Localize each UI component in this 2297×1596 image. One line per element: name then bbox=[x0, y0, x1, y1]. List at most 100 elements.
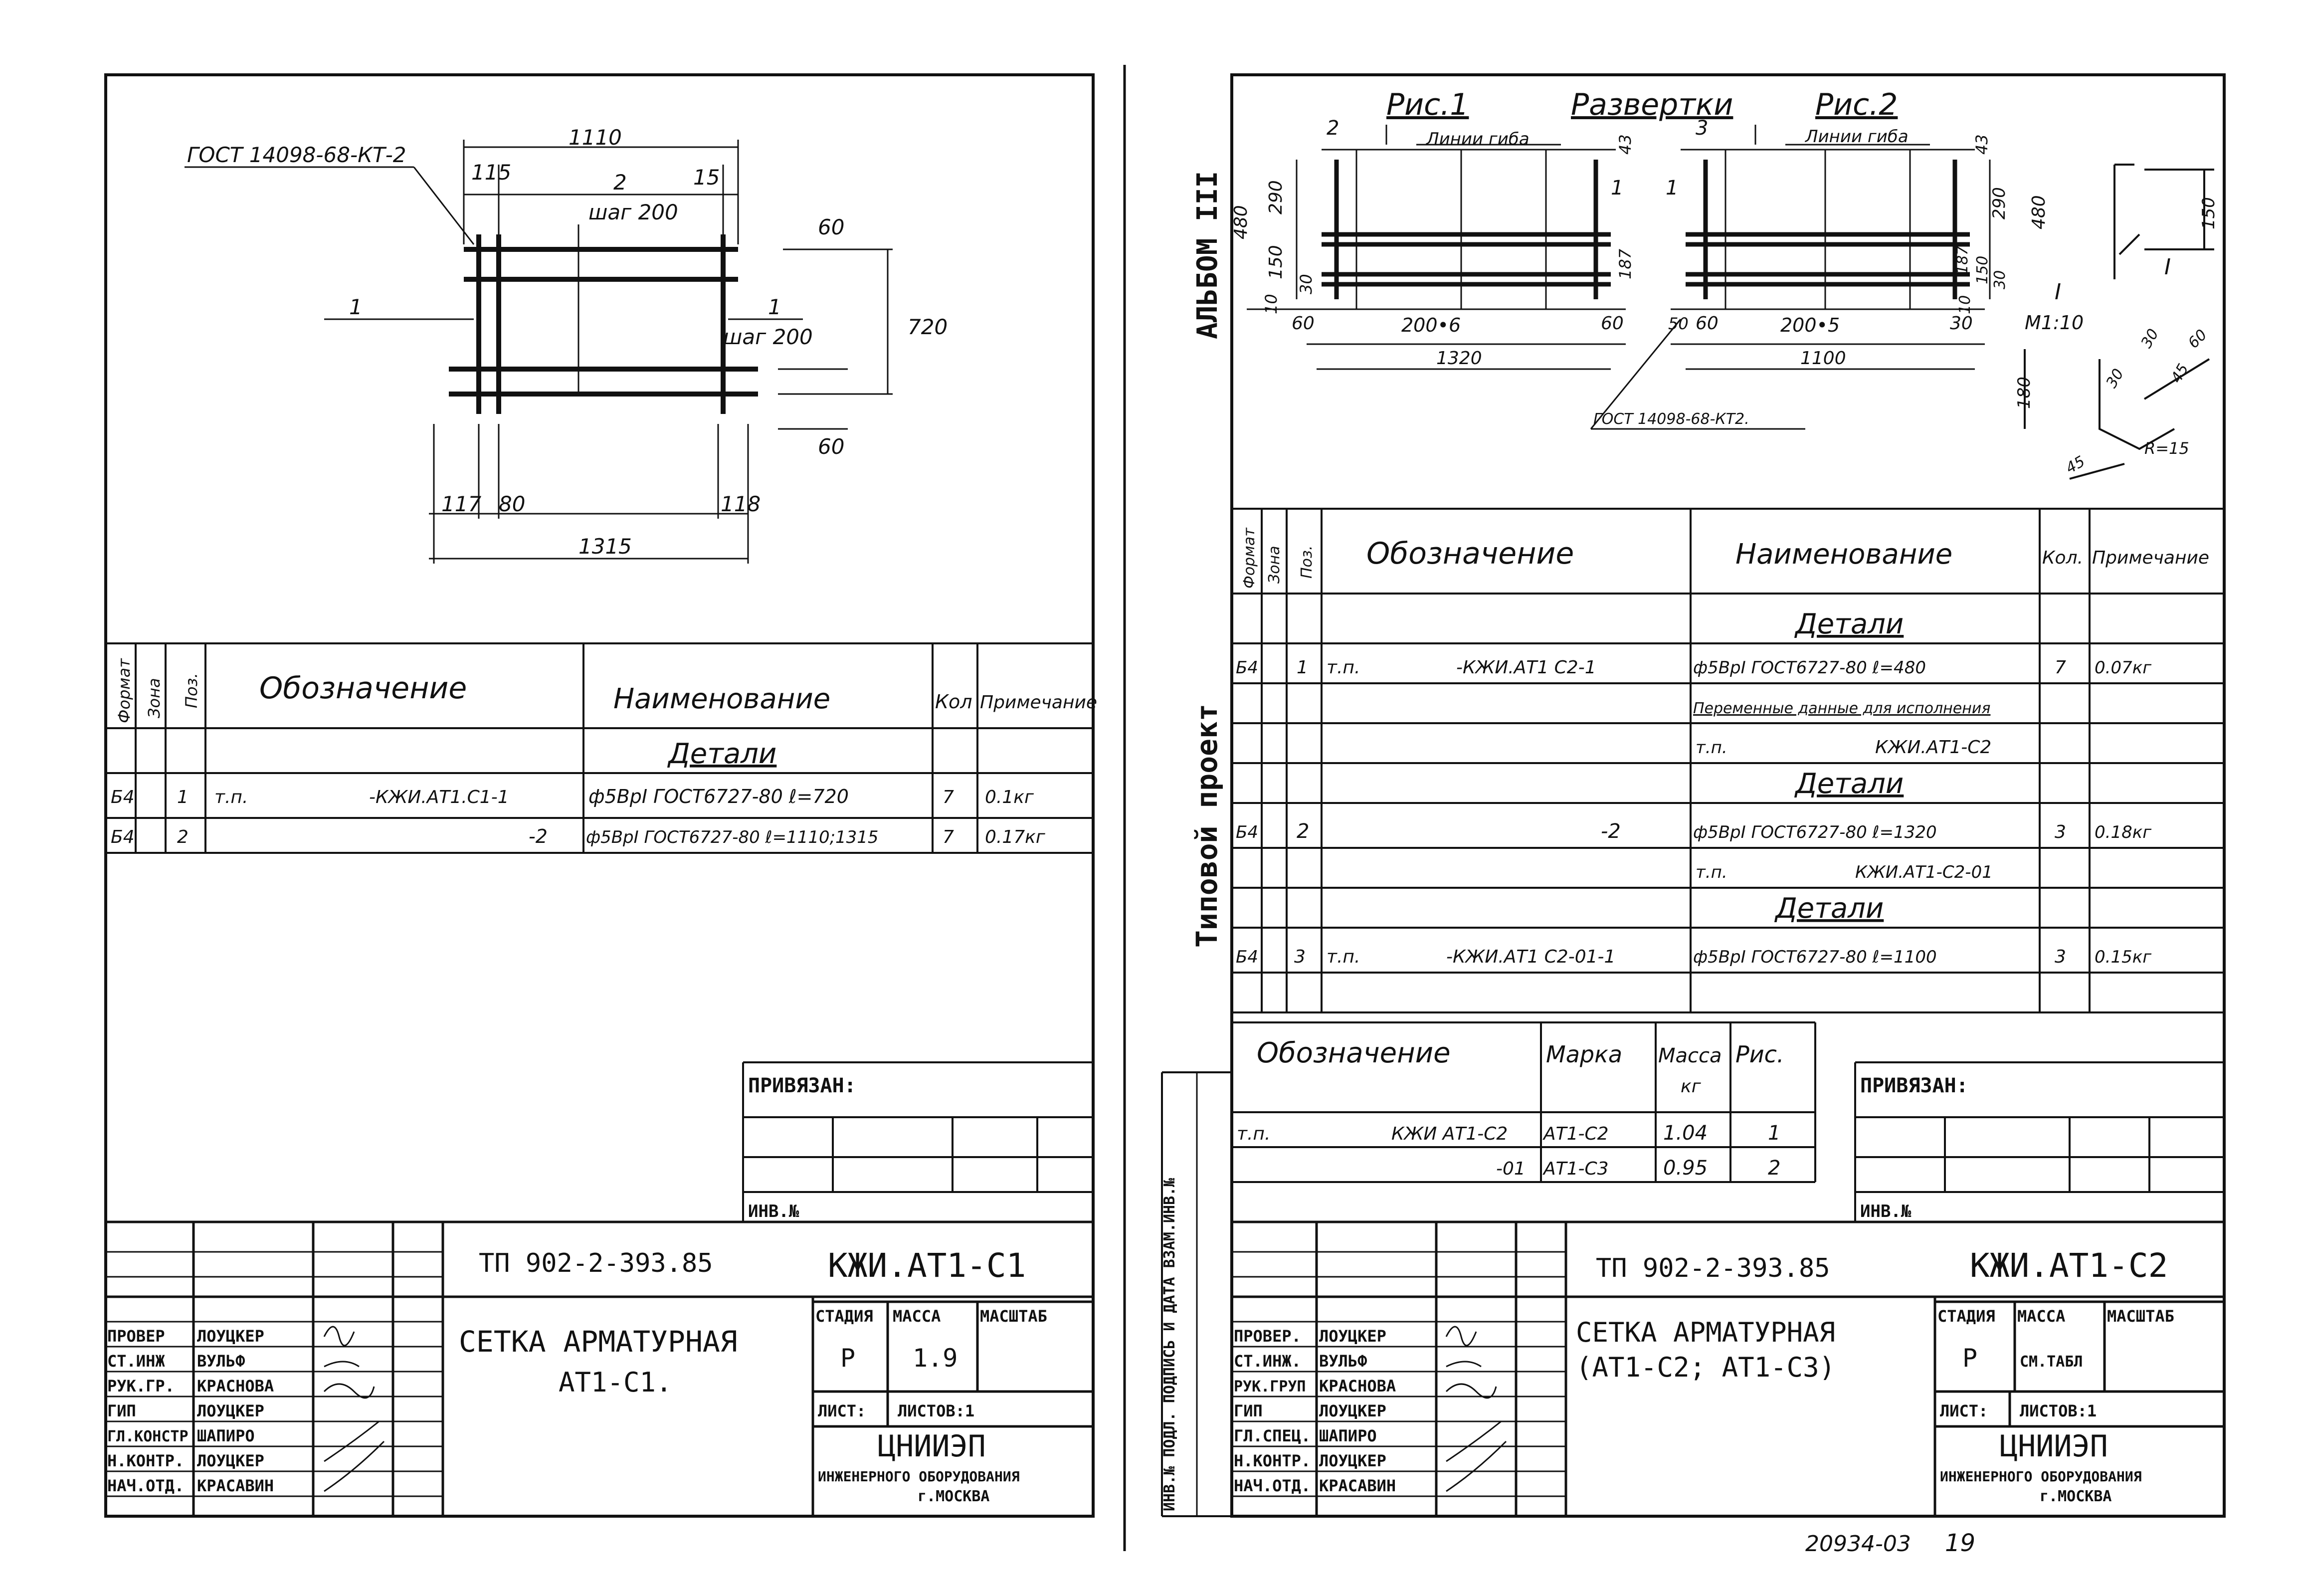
mark-r2-mass: 0.95 bbox=[1663, 1157, 1708, 1180]
right-project-code: ТП 902-2-393.85 bbox=[1596, 1253, 1830, 1283]
left-spec-h-name: Наименование bbox=[613, 683, 830, 715]
left-row1-format: Б4 bbox=[111, 787, 135, 807]
left-row1-prefix: т.п. bbox=[214, 787, 248, 807]
left-dim-right-off: 15 bbox=[693, 165, 720, 190]
right-razvertki-drawing bbox=[1322, 160, 1970, 299]
left-role: ПРОВЕР bbox=[107, 1327, 165, 1346]
left-sheet bbox=[104, 73, 1095, 1518]
fig1-d187: 187 bbox=[1616, 248, 1635, 279]
right-variable-data: Переменные данные для исполнения bbox=[1693, 700, 1990, 717]
right-row2-pos: 2 bbox=[1297, 820, 1309, 843]
left-dim-bottom-total: 1315 bbox=[578, 534, 632, 559]
mark-h-mark: Марка bbox=[1546, 1041, 1622, 1068]
signature-icon bbox=[1445, 1383, 1497, 1399]
left-person: ЛОУЦКЕР bbox=[197, 1451, 264, 1470]
left-spec-h-designation: Обозначение bbox=[259, 671, 467, 706]
right-sheet bbox=[1161, 73, 2226, 1518]
left-stage: Р bbox=[840, 1344, 855, 1373]
side-stamp: ИНВ.№ ПОДЛ. ПОДПИСЬ И ДАТА ВЗАМ.ИНВ.№ bbox=[1161, 1178, 1178, 1511]
fig2-d1100: 1100 bbox=[1800, 348, 1846, 369]
left-row2-qty: 7 bbox=[943, 827, 954, 847]
right-frame bbox=[1230, 73, 2226, 1518]
fig1-d480: 480 bbox=[1231, 205, 1251, 239]
right-spec-h-name: Наименование bbox=[1735, 538, 1952, 571]
detail-d150: 150 bbox=[2199, 197, 2219, 229]
mark-r2-fig: 2 bbox=[1768, 1157, 1780, 1180]
detail-d180: 180 bbox=[2014, 377, 2034, 409]
right-title-line1: СЕТКА АРМАТУРНАЯ bbox=[1576, 1317, 1835, 1348]
left-person: ЛОУЦКЕР bbox=[197, 1401, 264, 1420]
right-person: ШАПИРО bbox=[1319, 1426, 1377, 1445]
fig2-d30: 30 bbox=[1991, 270, 2009, 289]
signature-icon bbox=[323, 1326, 355, 1347]
fig2-d50: 50 bbox=[1668, 314, 1689, 333]
left-pos1-right: 1 bbox=[768, 295, 781, 319]
signature-icon bbox=[1446, 1420, 1502, 1462]
right-row2-note: 0.18кг bbox=[2095, 822, 2152, 842]
fig2-d30c: 30 bbox=[1950, 313, 1973, 334]
right-row1-format: Б4 bbox=[1236, 658, 1258, 678]
fig2-bend: Линии гиба bbox=[1804, 127, 1909, 147]
fig1-pos2: 2 bbox=[1327, 117, 1339, 140]
left-org-sub: ИНЖЕНЕРНОГО ОБОРУДОВАНИЯ bbox=[818, 1468, 1020, 1485]
left-dim-left-off: 115 bbox=[471, 160, 511, 185]
left-role: РУК.ГР. bbox=[107, 1377, 175, 1396]
detail-I-ref: I bbox=[2164, 254, 2171, 280]
left-title-line1: СЕТКА АРМАТУРНАЯ bbox=[459, 1325, 738, 1359]
right-role: РУК.ГРУП bbox=[1234, 1378, 1306, 1396]
fig1-d30: 30 bbox=[1297, 274, 1316, 294]
page-number: 19 bbox=[1945, 1529, 1975, 1557]
right-stage: Р bbox=[1962, 1344, 1977, 1373]
left-spec-table-grid bbox=[106, 642, 1093, 854]
left-title-block-rows bbox=[106, 1251, 443, 1497]
left-row2-designation: -2 bbox=[529, 825, 548, 847]
fig1-d1320: 1320 bbox=[1436, 348, 1482, 369]
mark-r1-prefix: т.п. bbox=[1237, 1124, 1270, 1144]
right-person: КРАСНОВА bbox=[1319, 1377, 1396, 1396]
left-person: ЛОУЦКЕР bbox=[197, 1327, 264, 1346]
left-title-block-grid bbox=[106, 1220, 1093, 1516]
signature-icon bbox=[323, 1383, 375, 1399]
left-privyazan: ПРИВЯЗАН: bbox=[748, 1074, 856, 1097]
fig1-d60: 60 bbox=[1292, 313, 1315, 334]
left-row2-name: ф5ВрI ГОСТ6727-80 ℓ=1110;1315 bbox=[586, 827, 879, 847]
right-gost: ГОСТ 14098-68-КТ2. bbox=[1593, 410, 1749, 428]
right-spec-h-note: Примечание bbox=[2092, 548, 2209, 568]
right-spec-table-grid bbox=[1232, 508, 2224, 1013]
mark-h-fig: Рис. bbox=[1735, 1041, 1784, 1068]
right-row1-note: 0.07кг bbox=[2095, 658, 2152, 678]
fig1-bend: Линии гиба bbox=[1425, 129, 1530, 149]
left-spec-h-note: Примечание bbox=[980, 692, 1097, 713]
signature-icon bbox=[324, 1440, 385, 1492]
right-sheet-label: ЛИСТ: bbox=[1940, 1401, 1988, 1420]
right-row1-name: ф5ВрI ГОСТ6727-80 ℓ=480 bbox=[1693, 658, 1926, 678]
right-stage-label: СТАДИЯ bbox=[1937, 1307, 1995, 1326]
left-city: г.МОСКВА bbox=[918, 1488, 990, 1505]
right-row2-designation: -2 bbox=[1601, 820, 1621, 843]
fig1-title: Рис.1 bbox=[1386, 87, 1469, 122]
fig2-d1: 1 bbox=[1666, 177, 1678, 200]
right-person: ЛОУЦКЕР bbox=[1319, 1451, 1386, 1470]
mark-r1-mark: АТ1-С2 bbox=[1542, 1124, 1609, 1144]
left-doc-code: КЖИ.АТ1-С1 bbox=[828, 1246, 1026, 1285]
left-dim-bottom-80: 80 bbox=[499, 492, 525, 516]
fig1-d60b: 60 bbox=[1601, 313, 1624, 334]
left-dim-pos2: 2 bbox=[613, 170, 627, 195]
signature-icon bbox=[324, 1420, 380, 1462]
left-person: КРАСАВИН bbox=[197, 1476, 274, 1495]
right-row1-designation: -КЖИ.АТ1 С2-1 bbox=[1456, 657, 1596, 678]
fig2-d60: 60 bbox=[1696, 313, 1719, 334]
fig2-d187: 187 bbox=[1954, 246, 1971, 274]
right-row2-format: Б4 bbox=[1236, 822, 1258, 842]
right-spec-h-pos: Поз. bbox=[1298, 546, 1316, 579]
right-mass-label: МАССА bbox=[2017, 1307, 2065, 1326]
left-spec-h-format: Формат bbox=[115, 658, 134, 723]
right-title-block-grid bbox=[1232, 1220, 2224, 1516]
left-dim-step-top: шаг 200 bbox=[588, 200, 678, 224]
right-ref2-prefix: т.п. bbox=[1696, 862, 1727, 882]
right-doc-code: КЖИ.АТ1-С2 bbox=[1970, 1246, 2168, 1285]
left-stage-label: СТАДИЯ bbox=[815, 1307, 873, 1326]
right-spec-section3: Детали bbox=[1774, 892, 1884, 925]
right-ref2: КЖИ.АТ1-С2-01 bbox=[1855, 862, 1993, 882]
right-mark-table-grid bbox=[1232, 1021, 1816, 1183]
